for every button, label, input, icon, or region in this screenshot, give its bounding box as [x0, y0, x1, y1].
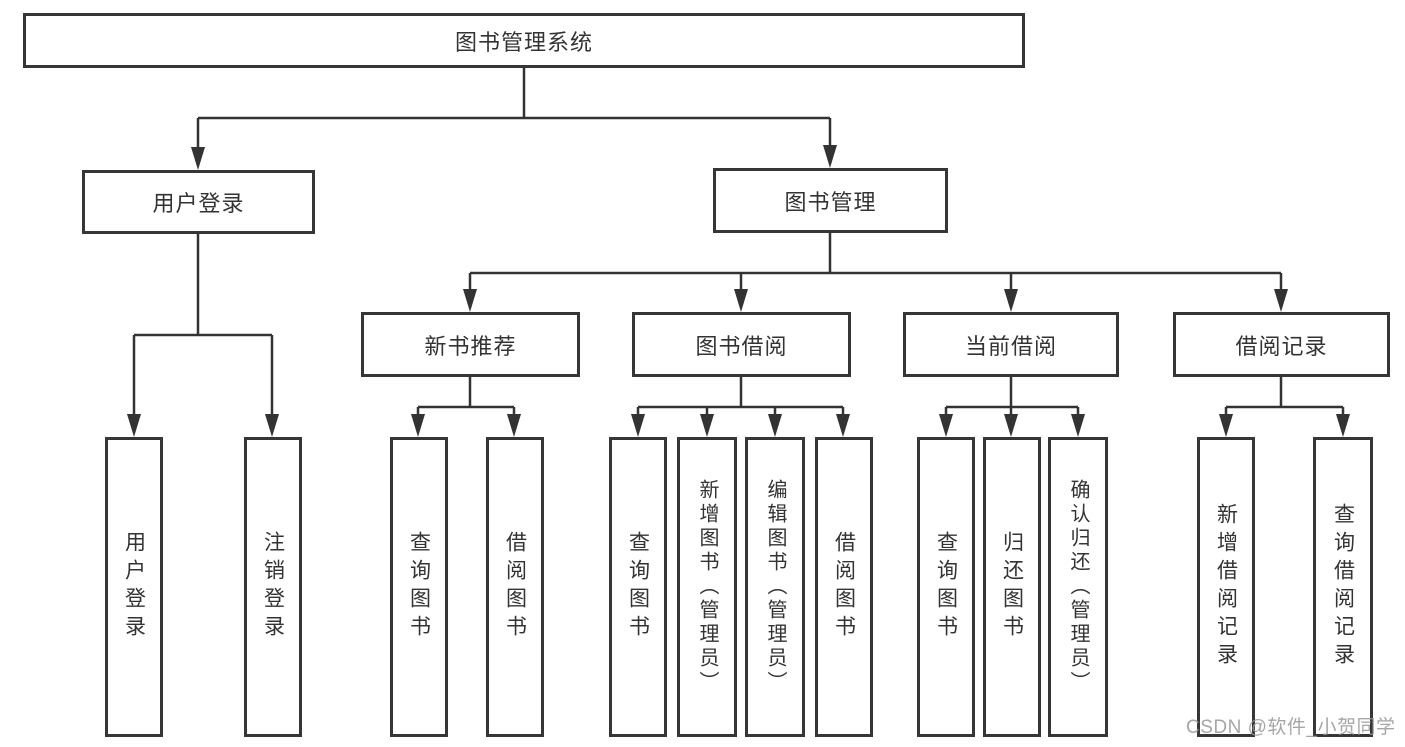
node-label: 图书管理系统: [454, 29, 593, 55]
leaf-label: 注销登录: [261, 531, 285, 643]
node-label: 借阅记录: [1235, 333, 1328, 359]
leaf-logout: 注销登录: [244, 437, 302, 737]
leaf-edit-book-admin: 编辑图书（管理员）: [745, 437, 805, 737]
leaf-label: 确认归还（管理员）: [1067, 479, 1089, 695]
node-user-login: 用户登录: [82, 170, 315, 234]
leaf-return-books: 归还图书: [983, 437, 1041, 737]
leaf-query-books-recommend: 查询图书: [390, 437, 448, 737]
leaf-label: 借阅图书: [832, 531, 856, 643]
csdn-watermark: CSDN @软件_小贺同学: [1186, 717, 1396, 738]
node-borrow-records: 借阅记录: [1173, 312, 1390, 377]
leaf-label: 用户登录: [122, 531, 146, 643]
node-current-borrow: 当前借阅: [903, 312, 1119, 377]
leaf-label: 查询图书: [407, 531, 431, 643]
leaf-label: 借阅图书: [503, 531, 527, 643]
leaf-label: 查询图书: [626, 531, 650, 643]
node-label: 当前借阅: [964, 333, 1057, 359]
leaf-query-borrow-record: 查询借阅记录: [1313, 437, 1373, 737]
leaf-label: 查询借阅记录: [1331, 503, 1355, 671]
leaf-label: 新增借阅记录: [1214, 503, 1238, 671]
node-book-borrow: 图书借阅: [632, 312, 851, 377]
leaf-borrow-books: 借阅图书: [815, 437, 873, 737]
leaf-label: 查询图书: [934, 531, 958, 643]
leaf-query-books-current: 查询图书: [917, 437, 975, 737]
leaf-label: 编辑图书（管理员）: [764, 479, 786, 695]
leaf-add-book-admin: 新增图书（管理员）: [677, 437, 737, 737]
leaf-user-login: 用户登录: [105, 437, 163, 737]
leaf-query-books-borrow: 查询图书: [609, 437, 667, 737]
node-label: 图书借阅: [695, 333, 788, 359]
node-system-root: 图书管理系统: [23, 13, 1025, 68]
node-new-book-recommend: 新书推荐: [361, 312, 580, 377]
arrowheads: [127, 145, 1350, 437]
node-label: 图书管理: [784, 189, 877, 215]
leaf-borrow-books-recommend: 借阅图书: [486, 437, 544, 737]
leaf-add-borrow-record: 新增借阅记录: [1197, 437, 1255, 737]
leaf-label: 归还图书: [1000, 531, 1024, 643]
leaf-label: 新增图书（管理员）: [696, 479, 718, 695]
node-label: 用户登录: [152, 191, 245, 216]
leaf-confirm-return-admin: 确认归还（管理员）: [1048, 437, 1108, 737]
node-label: 新书推荐: [424, 333, 517, 359]
node-book-management: 图书管理: [713, 168, 948, 233]
